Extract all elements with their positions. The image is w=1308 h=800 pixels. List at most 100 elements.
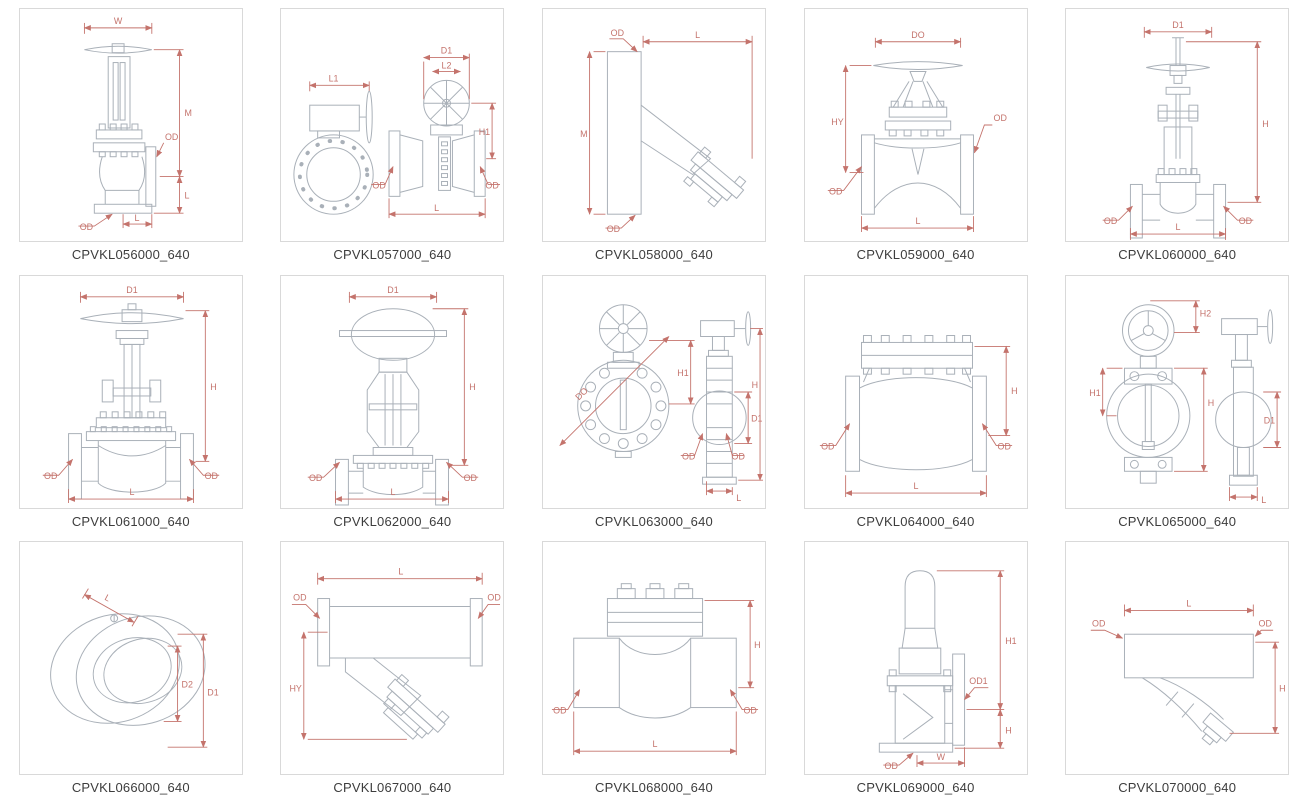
- dim-label-h: H: [752, 380, 758, 390]
- file-name-caption: CPVKL062000_640: [333, 513, 452, 529]
- gallery-item[interactable]: W M L OD OD L CPVKL056000_640: [0, 0, 262, 267]
- gallery-item[interactable]: L OD OD HY CPVKL067000_640: [262, 533, 524, 800]
- dim-label-l: L: [695, 30, 700, 40]
- gallery-item[interactable]: H1 OD1 H OD W CPVKL069000_640: [785, 533, 1047, 800]
- dim-label-l2: L2: [442, 61, 452, 71]
- dim-label-h: H: [754, 640, 760, 650]
- dim-label-l: L: [1261, 495, 1266, 505]
- wafer-butterfly-valve-drawing: H2 H1 H D1 L: [1089, 299, 1282, 505]
- gallery-item[interactable]: L D2 D1 CPVKL066000_640: [0, 533, 262, 800]
- valve-diagram-thumbnail: H OD OD L: [803, 274, 1028, 509]
- dim-label-od-right: OD: [1239, 216, 1252, 226]
- dim-label-od-right: OD: [732, 451, 745, 461]
- gallery-item[interactable]: L OD OD H CPVKL070000_640: [1046, 533, 1308, 800]
- dim-label-hy: HY: [290, 684, 302, 694]
- dim-label-l-side: L: [184, 190, 189, 200]
- dim-label-od-left: OD: [309, 473, 322, 483]
- file-name-caption: CPVKL063000_640: [595, 513, 713, 529]
- dim-label-od-left: OD: [829, 186, 842, 196]
- gallery-item[interactable]: H OD OD L CPVKL068000_640: [523, 533, 785, 800]
- dim-label-w: W: [114, 16, 123, 26]
- file-name-caption: CPVKL061000_640: [71, 513, 190, 529]
- diaphragm-valve-drawing: DO HY OD OD L: [827, 30, 1006, 233]
- dim-label-h: H: [1208, 398, 1214, 408]
- file-name-caption: CPVKL056000_640: [71, 247, 190, 262]
- dim-label-h: H: [470, 382, 476, 392]
- dim-label-d1: D1: [1172, 20, 1183, 30]
- dim-label-d2: D2: [181, 680, 192, 690]
- dim-label-d1: D1: [388, 285, 399, 295]
- file-name-caption: CPVKL058000_640: [595, 247, 713, 262]
- dim-label-od-top: OD: [611, 28, 624, 38]
- dim-label-l: L: [736, 493, 741, 503]
- gallery-item[interactable]: D1 H OD OD L CPVKL061000_640: [0, 267, 262, 534]
- dim-label-h: H: [210, 382, 216, 392]
- dim-label-hy: HY: [831, 117, 843, 127]
- gallery-item[interactable]: D1 H OD OD L CPVKL062000_640: [262, 267, 524, 534]
- valve-diagram-thumbnail: L OD OD HY: [280, 541, 505, 776]
- gallery-item[interactable]: DO H1 D1 H OD OD L CPVKL063000_640: [523, 267, 785, 534]
- dim-label-h: H: [1011, 386, 1017, 396]
- valve-diagram-thumbnail: D1 H OD OD L: [1065, 8, 1290, 242]
- dim-label-od-right: OD: [204, 471, 217, 481]
- gallery-item[interactable]: H2 H1 H D1 L CPVKL065000_640: [1046, 267, 1308, 534]
- safety-relief-valve-drawing: H1 OD1 H OD W: [878, 570, 1016, 771]
- file-name-caption: CPVKL059000_640: [856, 247, 975, 262]
- gallery-item[interactable]: DO HY OD OD L CPVKL059000_640: [785, 0, 1047, 267]
- valve-diagram-thumbnail: DO HY OD OD L: [803, 8, 1028, 242]
- dim-label-h2: H2: [1200, 308, 1211, 318]
- dim-label-od-bottom: OD: [80, 222, 93, 232]
- dim-label-l: L: [915, 216, 920, 226]
- dim-label-d1: D1: [126, 285, 137, 295]
- dim-label-od-left: OD: [682, 451, 695, 461]
- dim-label-od-right: OD: [464, 473, 477, 483]
- dim-label-od-left: OD: [294, 593, 307, 603]
- gallery-item[interactable]: OD L M OD CPVKL058000_640: [523, 0, 785, 267]
- gallery-item[interactable]: L1 D1 L2 H1 OD OD L CPVKL057000_640: [262, 0, 524, 267]
- dim-label-od: OD: [884, 761, 897, 771]
- dim-label-od-bottom: OD: [607, 224, 620, 234]
- dim-label-l-bottom: L: [134, 213, 139, 223]
- dim-label-l: L: [913, 481, 918, 491]
- dim-label-m: M: [184, 108, 191, 118]
- file-name-caption: CPVKL064000_640: [856, 513, 975, 529]
- file-name-caption: CPVKL066000_640: [71, 780, 190, 796]
- valve-diagram-thumbnail: H1 OD1 H OD W: [803, 541, 1028, 776]
- dim-label-od-left: OD: [553, 706, 566, 716]
- valve-diagram-thumbnail: OD L M OD: [541, 8, 766, 242]
- dim-label-h1: H1: [479, 127, 490, 137]
- dim-label-od1: OD1: [969, 676, 987, 686]
- globe-valve-oval-bonnet-drawing: D1 H OD OD L: [308, 285, 479, 506]
- dim-label-l: L: [391, 487, 396, 497]
- valve-diagram-thumbnail: W M L OD OD L: [18, 8, 243, 242]
- dim-label-od-left: OD: [1104, 216, 1117, 226]
- dim-label-l: L: [1187, 599, 1192, 609]
- valve-diagram-thumbnail: H OD OD L: [541, 541, 766, 776]
- lug-butterfly-valve-drawing: DO H1 D1 H OD OD L: [559, 303, 763, 503]
- dim-label-h: H: [1262, 119, 1268, 129]
- file-name-caption: CPVKL065000_640: [1118, 513, 1237, 529]
- dim-label-h1: H1: [1089, 388, 1100, 398]
- dim-label-od-right: OD: [486, 180, 499, 190]
- dim-label-m: M: [580, 129, 587, 139]
- dim-label-d1: D1: [441, 46, 452, 56]
- gear-ball-valve-drawing: L1 D1 L2 H1 OD OD L: [293, 46, 501, 219]
- valve-diagram-thumbnail: L OD OD H: [1065, 541, 1290, 776]
- gate-valve-drawing: D1 H OD OD L: [42, 285, 219, 503]
- dim-label-od-left: OD: [44, 471, 57, 481]
- dim-label-d1: D1: [207, 688, 218, 698]
- dim-label-l: L: [652, 740, 657, 750]
- valve-diagram-thumbnail: L1 D1 L2 H1 OD OD L: [280, 8, 505, 242]
- dim-label-l: L: [399, 567, 404, 577]
- y-strainer-drawing: L OD OD HY: [290, 567, 501, 741]
- globe-valve-drawing: D1 H OD OD L: [1102, 20, 1269, 240]
- dim-label-d1: D1: [751, 413, 762, 423]
- dim-label-d1: D1: [1264, 415, 1275, 425]
- wafer-ring-isometric-drawing: L D2 D1: [49, 588, 219, 749]
- dim-label-od-left: OD: [821, 441, 834, 451]
- file-name-caption: CPVKL067000_640: [333, 780, 452, 796]
- gallery-item[interactable]: D1 H OD OD L CPVKL060000_640: [1046, 0, 1308, 267]
- file-name-caption: CPVKL060000_640: [1118, 247, 1237, 262]
- gallery-item[interactable]: H OD OD L CPVKL064000_640: [785, 267, 1047, 534]
- file-name-caption: CPVKL069000_640: [856, 780, 975, 796]
